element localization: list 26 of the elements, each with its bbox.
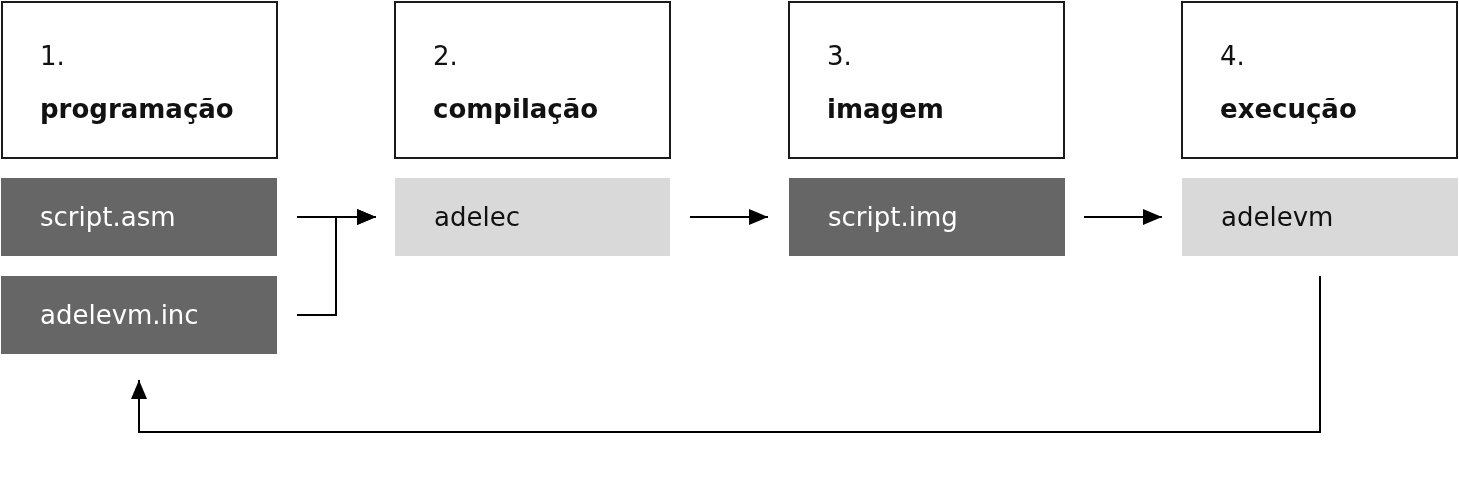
- file-box: [1, 178, 277, 256]
- step-box: [1181, 1, 1458, 159]
- file-name: adelevm.inc: [40, 299, 199, 331]
- step-box: [1, 1, 278, 159]
- step-box: [394, 1, 671, 159]
- file-name: script.asm: [40, 201, 176, 233]
- file-box: [1, 276, 277, 354]
- tool-box: [395, 178, 670, 256]
- file-box: [789, 178, 1065, 256]
- tool-name: adelec: [434, 201, 520, 233]
- arrow: [296, 209, 377, 316]
- arrow: [131, 275, 1321, 433]
- step-title: programação: [40, 93, 234, 125]
- step-title: imagem: [827, 93, 944, 125]
- step-title: compilação: [433, 93, 599, 125]
- step-box: [788, 1, 1065, 159]
- tool-name: adelevm: [1221, 201, 1334, 233]
- step-number: 2.: [433, 40, 458, 72]
- step-number: 1.: [40, 40, 65, 72]
- arrow: [1083, 209, 1163, 225]
- arrow: [689, 209, 769, 225]
- file-name: script.img: [828, 201, 958, 233]
- step-number: 4.: [1220, 40, 1245, 72]
- step-title: execução: [1220, 93, 1357, 125]
- tool-box: [1182, 178, 1458, 256]
- step-number: 3.: [827, 40, 852, 72]
